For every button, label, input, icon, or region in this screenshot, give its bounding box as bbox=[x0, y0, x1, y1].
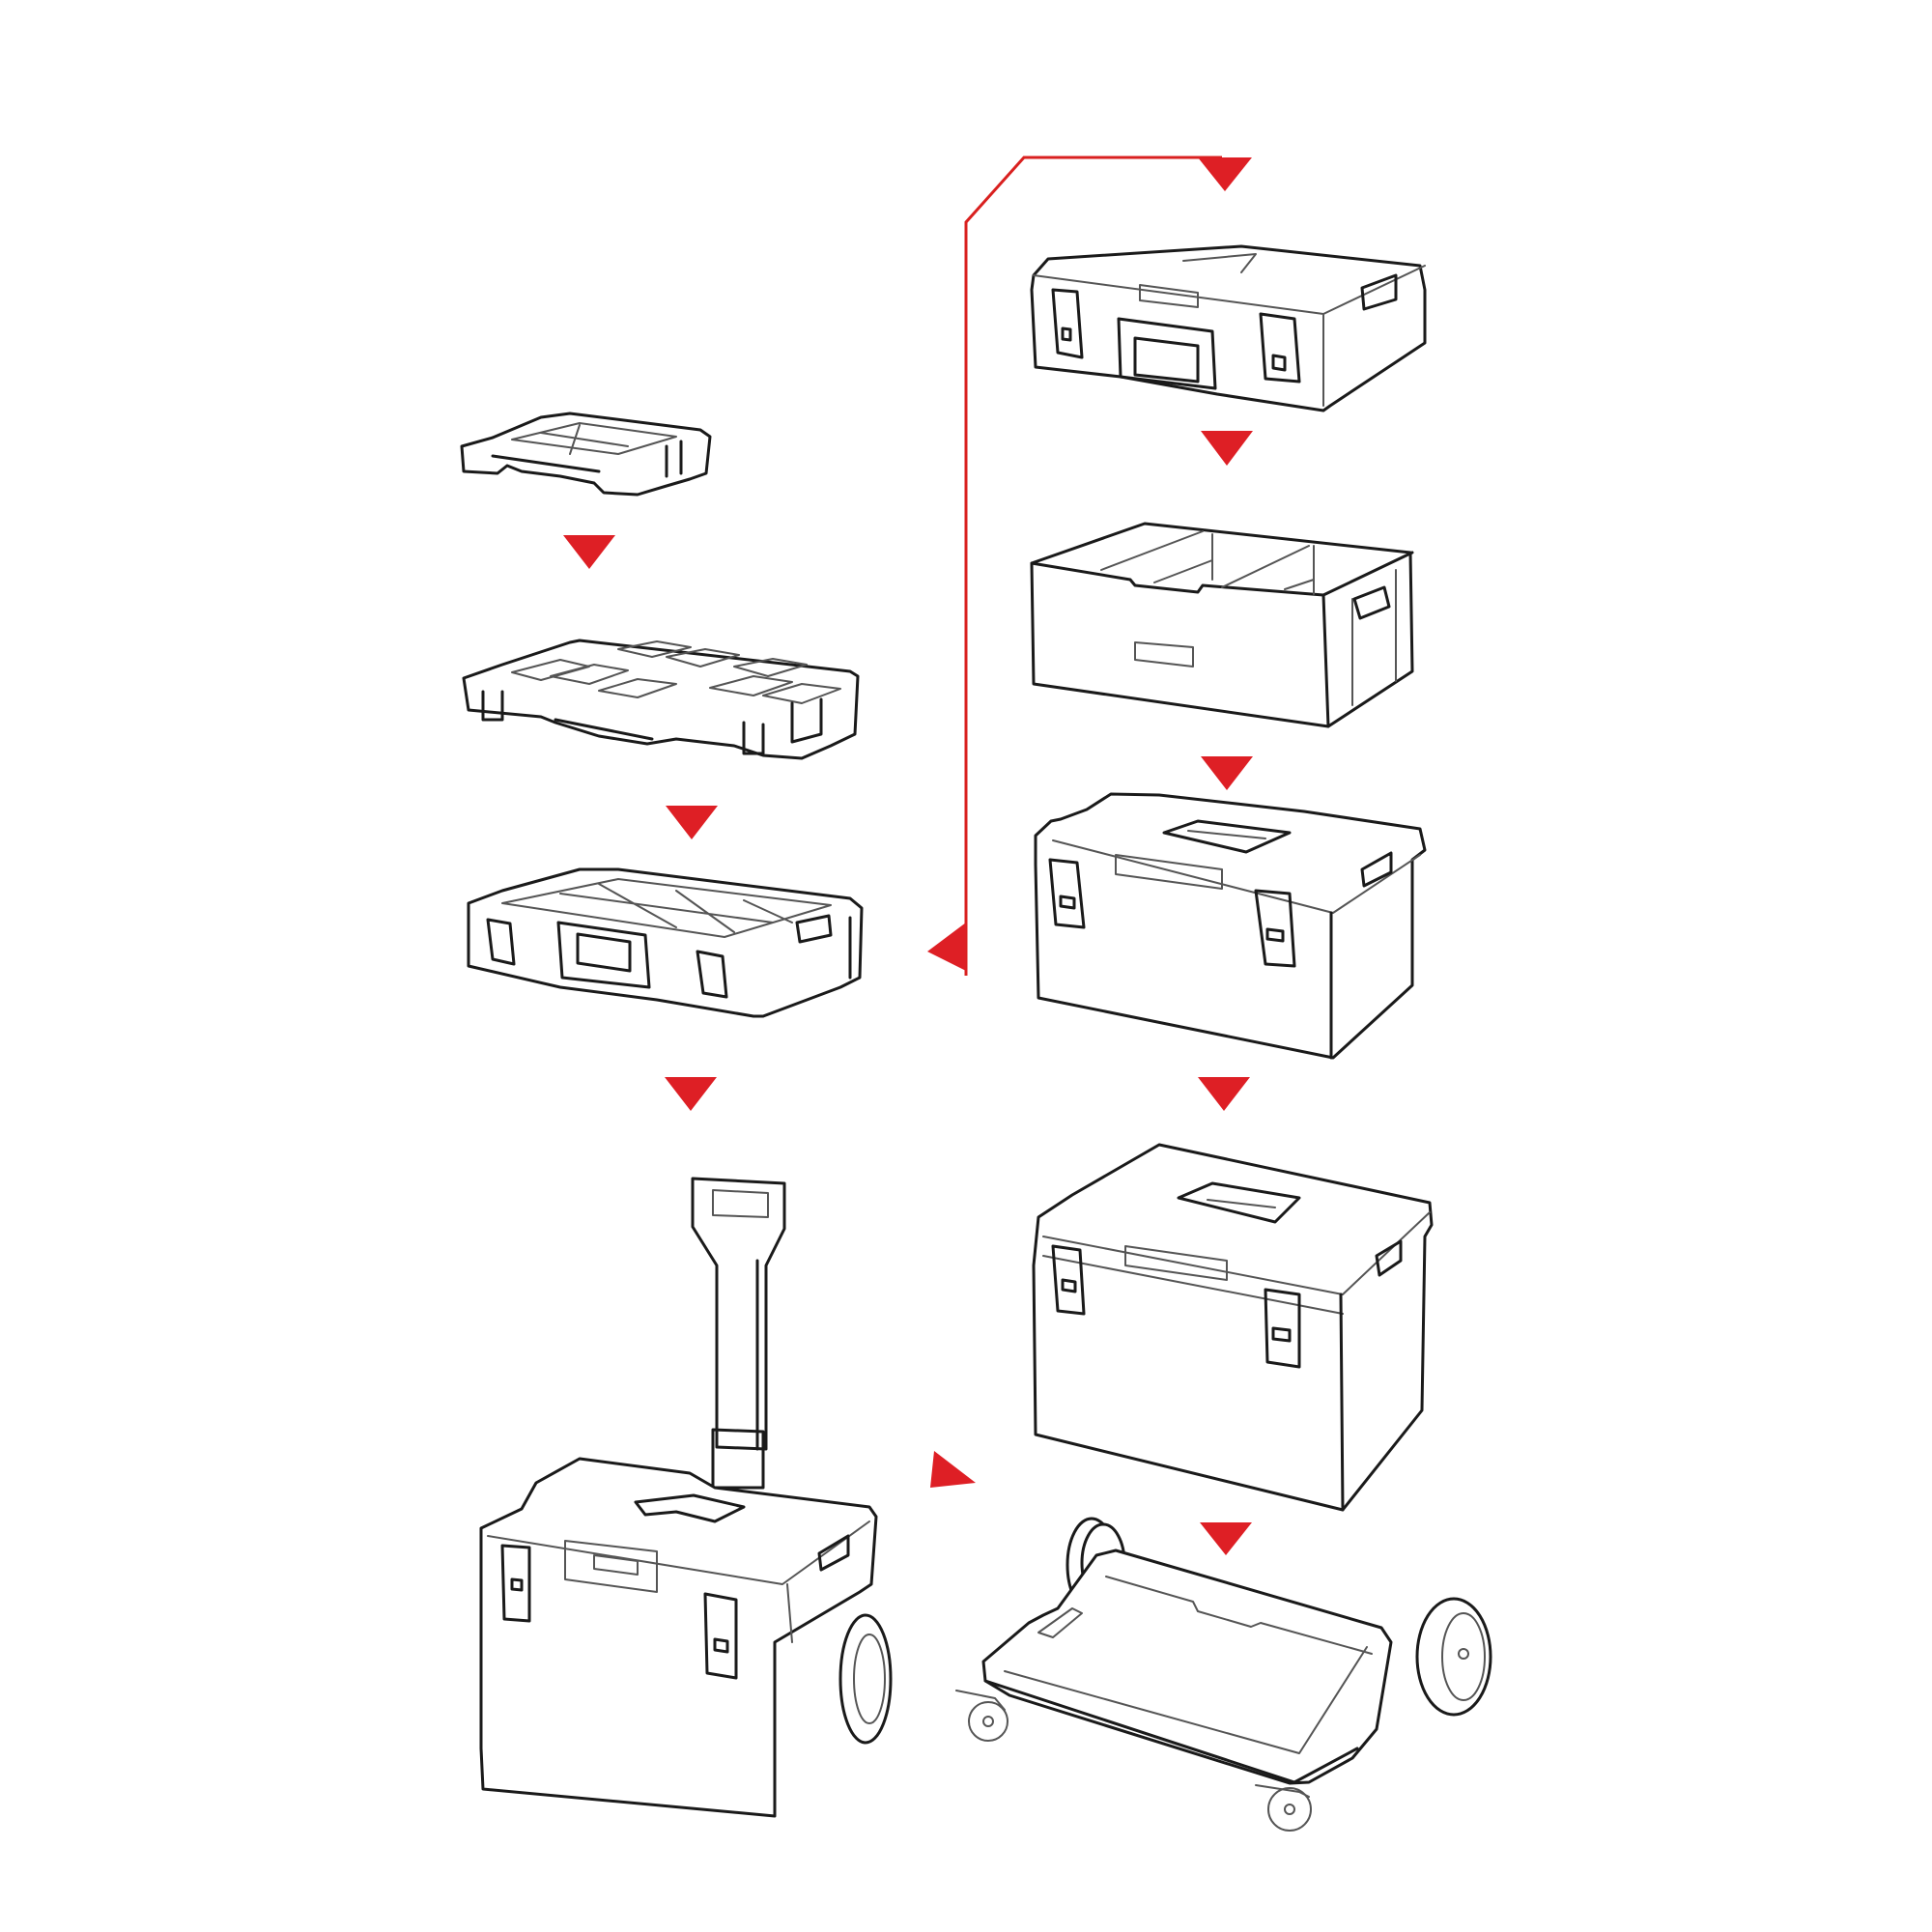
open-tray bbox=[1030, 522, 1414, 728]
deep-organizer bbox=[467, 867, 864, 1018]
arrow-down-icon bbox=[666, 806, 718, 839]
arrow-left-icon bbox=[927, 923, 966, 971]
arrow-down-icon bbox=[1198, 157, 1252, 191]
arrow-down-icon bbox=[1200, 1522, 1252, 1555]
arrow-right-icon bbox=[930, 1451, 976, 1488]
medium-organizer bbox=[462, 639, 860, 760]
arrow-down-icon bbox=[1201, 756, 1253, 790]
flat-toolbox bbox=[1030, 244, 1427, 412]
cart-base bbox=[955, 1517, 1492, 1832]
red-connector-line bbox=[964, 156, 1222, 976]
arrow-down-icon bbox=[1201, 431, 1253, 466]
large-toolbox bbox=[1032, 1143, 1434, 1512]
trolley-toolbox bbox=[479, 1177, 893, 1818]
medium-toolbox bbox=[1034, 792, 1427, 1060]
arrow-icons bbox=[563, 157, 1253, 1555]
arrow-down-icon bbox=[563, 535, 615, 569]
arrow-down-icon bbox=[665, 1077, 717, 1111]
small-organizer bbox=[460, 412, 712, 497]
arrow-down-icon bbox=[1198, 1077, 1250, 1111]
